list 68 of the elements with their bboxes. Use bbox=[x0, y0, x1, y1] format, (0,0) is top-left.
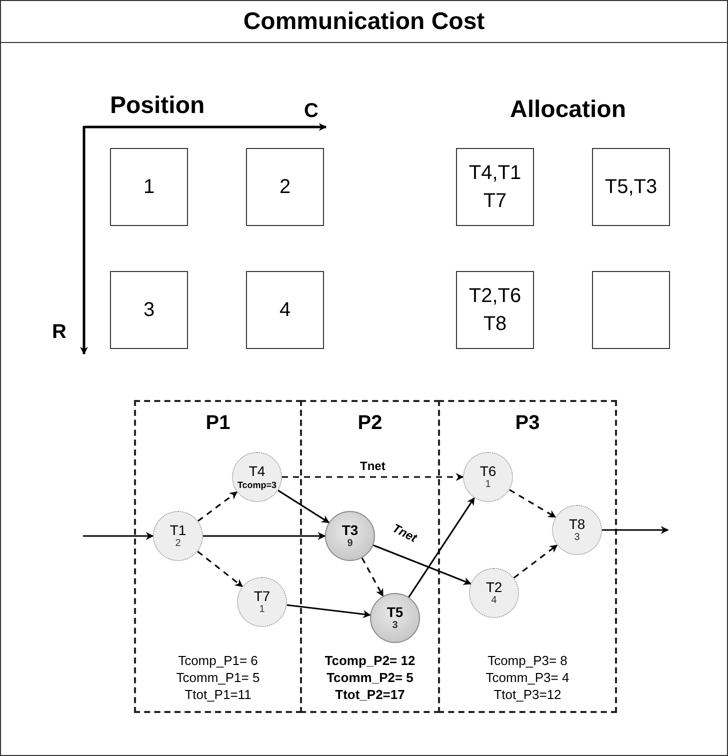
task-cost: Tcomp=3 bbox=[237, 479, 277, 491]
grid-square bbox=[456, 148, 534, 226]
arrow bbox=[198, 491, 238, 522]
task-name: T7 bbox=[254, 588, 270, 604]
edge-label: Tnet bbox=[358, 459, 388, 473]
edge-label: Tnet bbox=[389, 520, 420, 546]
arrow bbox=[372, 544, 472, 585]
position-number: 4 bbox=[278, 298, 292, 323]
task-name: T5 bbox=[386, 604, 404, 620]
task-circle bbox=[153, 511, 203, 561]
arrow bbox=[286, 604, 371, 618]
task-name: T1 bbox=[170, 522, 186, 538]
partition-title: P2 bbox=[358, 412, 382, 435]
task-circle bbox=[232, 452, 282, 502]
task-cost: 2 bbox=[175, 538, 181, 550]
task-name: T3 bbox=[342, 522, 358, 538]
arrow bbox=[602, 526, 669, 534]
arrow bbox=[83, 532, 154, 540]
arrow bbox=[408, 497, 475, 598]
section-heading: Position bbox=[110, 92, 205, 120]
partition-title: P3 bbox=[515, 412, 540, 435]
grid-square bbox=[246, 148, 324, 226]
task-circle bbox=[469, 568, 519, 618]
task-circle bbox=[237, 577, 287, 627]
axis-label: C bbox=[304, 100, 318, 123]
grid-square bbox=[246, 271, 324, 349]
partition-title: P1 bbox=[206, 412, 230, 435]
arrow bbox=[282, 473, 464, 481]
axis-label: R bbox=[52, 321, 66, 344]
arrow bbox=[509, 489, 556, 518]
task-cost: 4 bbox=[491, 595, 497, 607]
shaded-task-circle bbox=[370, 593, 420, 643]
arrow bbox=[203, 532, 326, 540]
shaded-task-circle bbox=[325, 511, 375, 561]
empty-grid-square bbox=[592, 271, 670, 349]
task-cost: 9 bbox=[347, 538, 353, 550]
cost-summary: Tcomp_P3= 8 Tcomm_P3= 4 Ttot_P3=12 bbox=[484, 652, 570, 703]
cost-summary: Tcomp_P2= 12 Tcomm_P2= 5 Ttot_P2=17 bbox=[324, 652, 416, 703]
task-cost: 1 bbox=[259, 604, 265, 616]
grid-square bbox=[592, 148, 670, 226]
position-number: 3 bbox=[142, 298, 156, 323]
task-cost: 3 bbox=[392, 620, 398, 632]
arrow bbox=[278, 490, 330, 524]
task-circle bbox=[552, 505, 602, 555]
task-list: T2,T6 T8 bbox=[465, 282, 525, 338]
task-cost: 1 bbox=[485, 479, 491, 491]
grid-square bbox=[110, 148, 188, 226]
arrow bbox=[513, 544, 558, 579]
partition-box bbox=[134, 400, 302, 713]
position-number: 2 bbox=[278, 175, 292, 200]
task-list: T4,T1 T7 bbox=[465, 159, 525, 215]
task-list: T5,T3 bbox=[601, 173, 661, 201]
grid-square bbox=[456, 271, 534, 349]
position-number: 1 bbox=[142, 175, 156, 200]
task-name: T4 bbox=[248, 463, 266, 479]
section-heading: Allocation bbox=[510, 96, 626, 124]
partition-box bbox=[438, 400, 617, 713]
cost-summary: Tcomp_P1= 6 Tcomm_P1= 5 Ttot_P1=11 bbox=[175, 652, 261, 703]
task-name: T2 bbox=[486, 579, 502, 595]
task-cost: 3 bbox=[574, 532, 580, 544]
title: Communication Cost bbox=[1, 1, 727, 43]
arrow bbox=[197, 550, 243, 588]
task-name: T8 bbox=[568, 516, 586, 532]
task-circle bbox=[463, 452, 513, 502]
grid-square bbox=[110, 271, 188, 349]
arrow bbox=[361, 558, 384, 597]
task-name: T6 bbox=[480, 463, 496, 479]
partition-box bbox=[300, 400, 440, 713]
